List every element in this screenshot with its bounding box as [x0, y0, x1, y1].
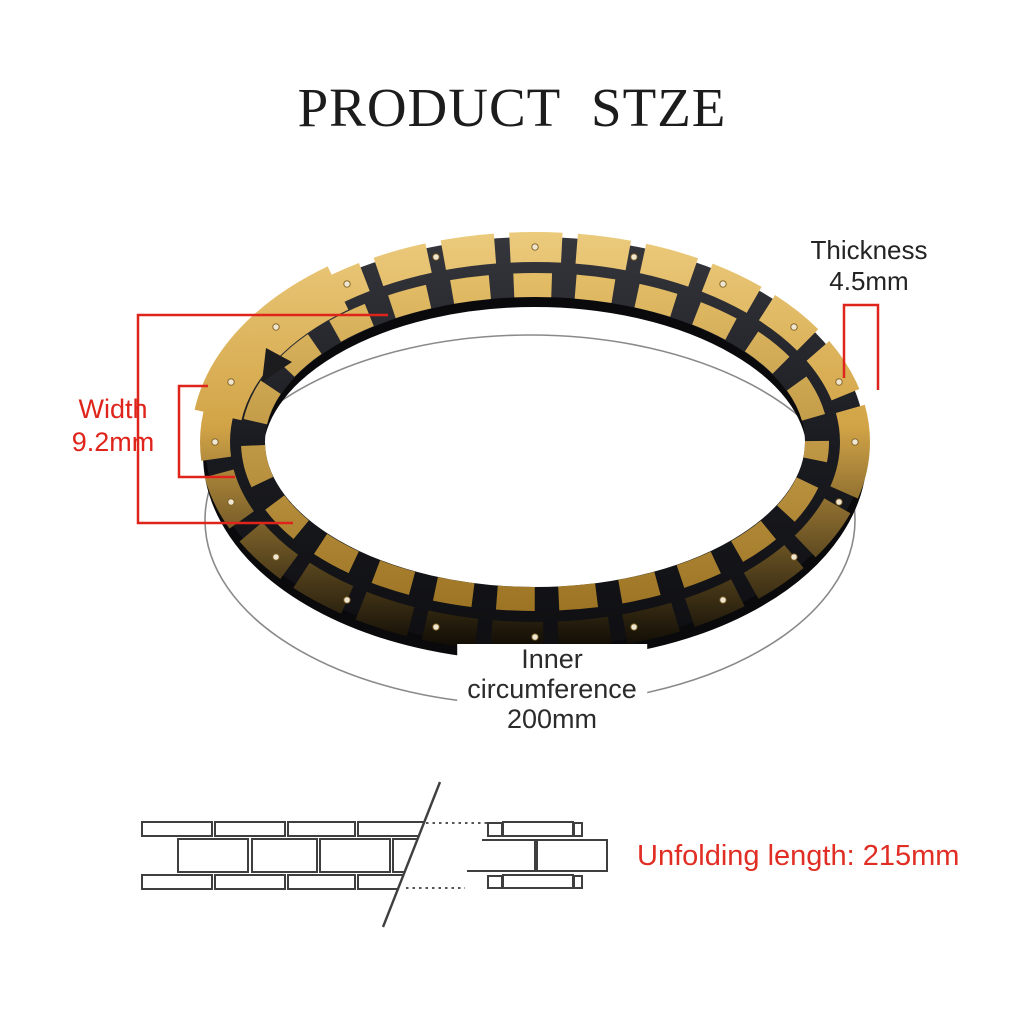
schematic-left-links	[141, 821, 450, 890]
thickness-label-text: Thickness	[810, 235, 928, 265]
screw-dot	[272, 553, 280, 561]
schematic-right-links	[467, 821, 608, 889]
clasp-notch	[262, 348, 292, 382]
screw-dot	[851, 438, 859, 446]
inner-circumference-value: 200mm	[506, 704, 598, 734]
screw-dots	[211, 243, 859, 641]
screw-dot	[272, 323, 280, 331]
screw-dot	[835, 498, 843, 506]
screw-dot	[531, 633, 539, 641]
clasp	[194, 266, 349, 422]
page-title: PRODUCT STZE	[297, 77, 727, 138]
thickness-bracket	[842, 303, 880, 390]
screw-dot	[432, 253, 440, 261]
screw-dot	[211, 438, 219, 446]
screw-dot	[343, 596, 351, 604]
screw-dot	[719, 280, 727, 288]
thickness-value: 4.5mm	[829, 266, 909, 296]
measurement-brackets	[136, 303, 880, 525]
break-line	[381, 781, 442, 928]
width-value: 9.2mm	[71, 427, 155, 457]
screw-dot	[227, 498, 235, 506]
unfolded-schematic	[141, 781, 608, 928]
screw-dot	[630, 623, 638, 631]
unfolding-length-label: Unfolding length: 215mm	[637, 840, 960, 872]
inner-circumference-line1: Inner	[521, 644, 583, 674]
thickness-label: Thickness 4.5mm	[810, 235, 927, 297]
width-inner-bracket	[177, 384, 235, 479]
bracelet-photo	[194, 232, 870, 661]
inner-circumference-line2: circumference	[467, 674, 637, 704]
bracelet-inner-gold-links	[241, 273, 829, 611]
screw-dot	[227, 378, 235, 386]
screw-dot	[835, 378, 843, 386]
screw-dot	[432, 623, 440, 631]
width-label-text: Width	[78, 394, 148, 424]
width-outer-bracket	[136, 313, 388, 525]
screw-dot	[790, 553, 798, 561]
screw-dot	[343, 280, 351, 288]
bracelet-black-links	[205, 237, 865, 647]
inner-circumference-label: Inner circumference 200mm	[457, 644, 647, 734]
width-label: Width 9.2mm	[72, 393, 155, 459]
screw-dot	[790, 323, 798, 331]
screw-dot	[630, 253, 638, 261]
screw-dot	[531, 243, 539, 251]
screw-dot	[719, 596, 727, 604]
